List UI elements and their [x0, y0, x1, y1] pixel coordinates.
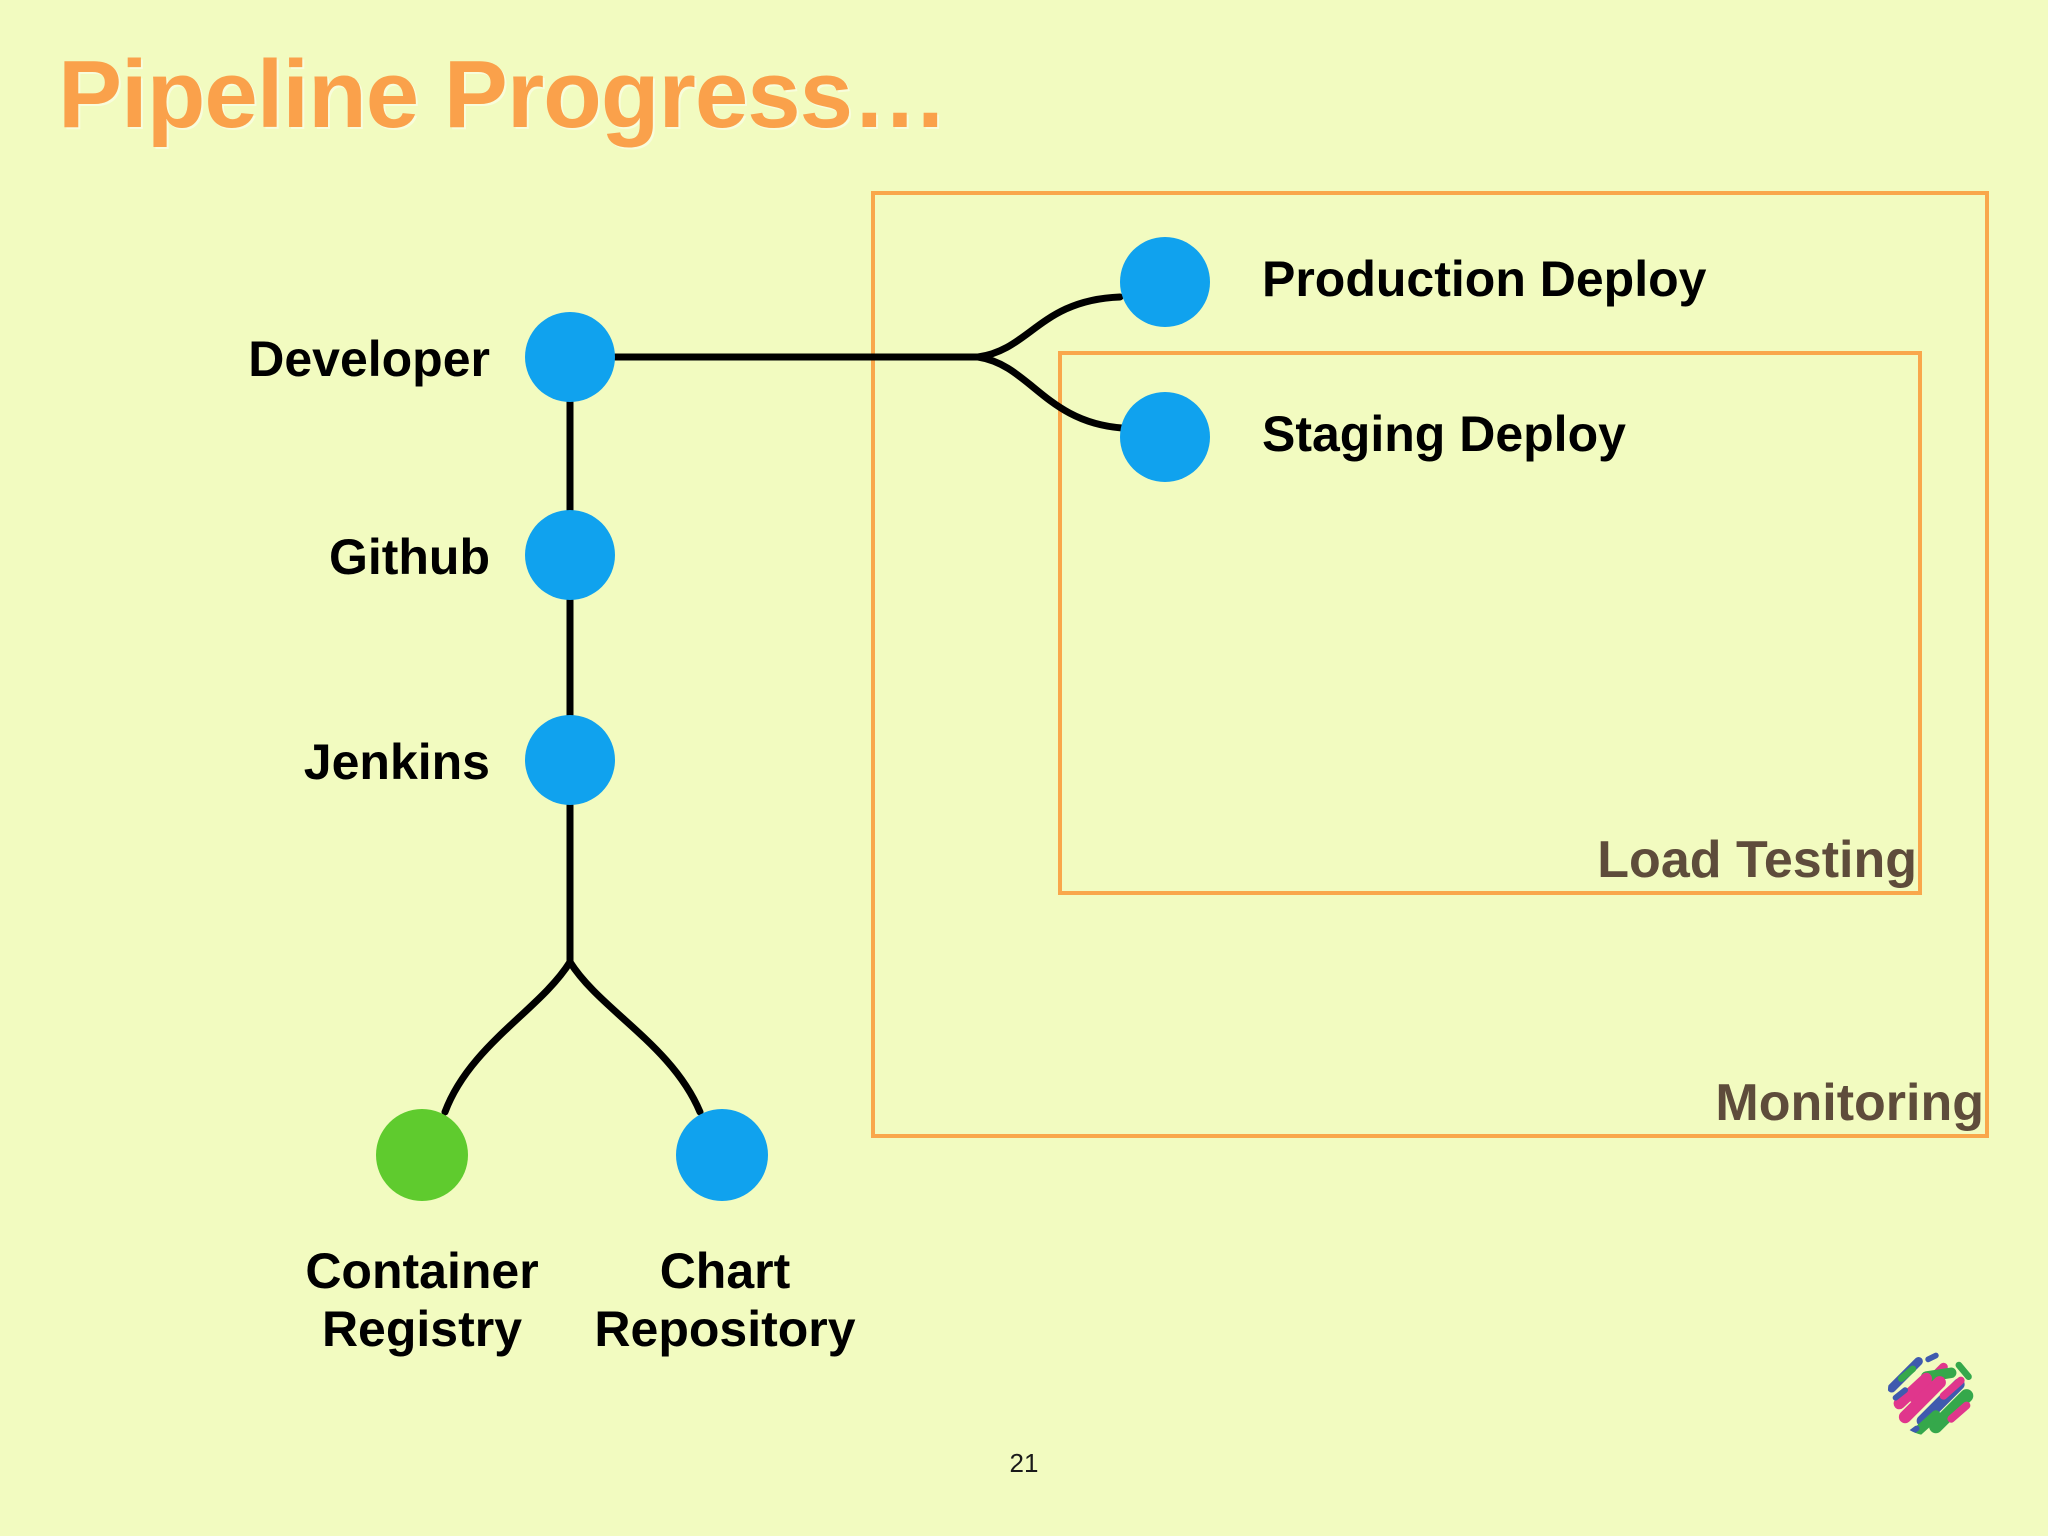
node-label-jenkins: Jenkins — [303, 734, 490, 790]
node-label-chart-repository-line2: Repository — [594, 1301, 856, 1357]
node-label-container-registry: Container Registry — [172, 1242, 672, 1358]
group-label-load-testing: Load Testing — [1597, 831, 1917, 889]
node-github — [525, 510, 615, 600]
page-number: 21 — [1009, 1448, 1039, 1478]
page-title: Pipeline Progress… — [58, 41, 948, 148]
node-label-production-deploy: Production Deploy — [1262, 251, 1707, 307]
pipeline-edges — [441, 293, 1126, 1116]
edge-fork-container-registry — [441, 958, 574, 1116]
group-box-monitoring: Monitoring — [871, 191, 1989, 1138]
edge-fork-chart-repository — [566, 958, 704, 1116]
group-box-load-testing: Load Testing — [1058, 351, 1922, 895]
node-chart-repository — [676, 1109, 768, 1201]
edge-trunk-staging-deploy — [974, 353, 1126, 432]
node-label-container-registry-line2: Registry — [321, 1301, 523, 1357]
node-label-developer: Developer — [248, 331, 490, 387]
node-developer — [525, 312, 615, 402]
node-staging-deploy — [1120, 392, 1210, 482]
node-jenkins — [525, 715, 615, 805]
node-label-staging-deploy: Staging Deploy — [1262, 406, 1626, 462]
pipeline-nodes — [376, 237, 1210, 1201]
node-label-github: Github — [328, 529, 490, 585]
group-label-monitoring: Monitoring — [1715, 1074, 1984, 1132]
edge-trunk-production-deploy — [974, 293, 1124, 361]
node-label-chart-repository: Chart Repository — [560, 1242, 890, 1358]
node-label-chart-repository-line1: Chart — [659, 1243, 791, 1299]
node-production-deploy — [1120, 237, 1210, 327]
node-label-container-registry-line1: Container — [305, 1243, 539, 1299]
node-container-registry — [376, 1109, 468, 1201]
brand-logo-icon — [1887, 1352, 1974, 1437]
